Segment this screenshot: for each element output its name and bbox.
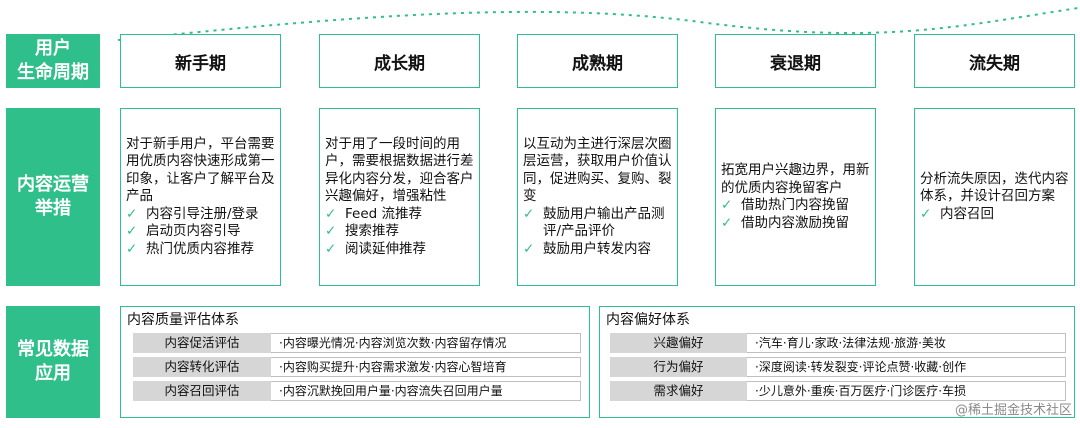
card-growth-bullet-2: ✓ 搜索推荐 bbox=[325, 223, 475, 241]
stage-churn: 流失期 bbox=[914, 34, 1075, 88]
quality-system-row-value: ·内容沉默挽回用户量·内容流失召回用户量 bbox=[271, 381, 581, 401]
row-label-data-apps: 常见数据 应用 bbox=[6, 306, 100, 418]
preference-system-row-value: ·汽车·育儿·家政·法律法规·旅游·美妆 bbox=[747, 333, 1066, 353]
check-icon: ✓ bbox=[721, 214, 733, 231]
stage-decline-label: 衰退期 bbox=[770, 53, 821, 74]
row-label-operations: 内容运营 举措 bbox=[6, 108, 100, 286]
card-growth-bullet-2-text: 搜索推荐 bbox=[345, 223, 399, 240]
card-newbie-bullet-2: ✓ 启动页内容引导 bbox=[126, 223, 276, 241]
card-mature-bullet-2: ✓ 鼓励用户转发内容 bbox=[523, 241, 673, 259]
check-icon: ✓ bbox=[126, 240, 138, 257]
stage-mature-label: 成熟期 bbox=[572, 53, 623, 74]
card-growth: 对于用了一段时间的用户，需要根据数据进行差异化内容分发，迎合客户兴趣偏好，增强粘… bbox=[319, 108, 480, 286]
quality-system-panel: 内容质量评估体系 内容促活评估 ·内容曝光情况·内容浏览次数·内容留存情况 内容… bbox=[120, 306, 590, 418]
preference-system-row: 行为偏好 ·深度阅读·转发裂变·评论点赞·收藏·创作 bbox=[610, 357, 1066, 377]
card-mature-text: 以互动为主进行深层次圈层运营，获取用户价值认同，促进购买、复购、裂变 bbox=[523, 135, 672, 205]
watermark-text: @稀土掘金技术社区 bbox=[954, 403, 1072, 418]
quality-system-row: 内容转化评估 ·内容购买提升·内容需求激发·内容心智培育 bbox=[133, 357, 581, 377]
stage-growth: 成长期 bbox=[319, 34, 480, 88]
preference-system-row-key: 需求偏好 bbox=[610, 381, 747, 401]
card-decline-bullet-2-text: 借助内容激励挽留 bbox=[741, 214, 849, 231]
card-newbie-bullet-2-text: 启动页内容引导 bbox=[146, 223, 241, 240]
preference-system-row: 兴趣偏好 ·汽车·育儿·家政·法律法规·旅游·美妆 bbox=[610, 333, 1066, 353]
card-mature-bullet-1: ✓ 鼓励用户输出产品测评/产品评价 bbox=[523, 206, 673, 241]
card-decline-bullet-2: ✓ 借助内容激励挽留 bbox=[721, 215, 871, 233]
check-icon: ✓ bbox=[523, 205, 535, 222]
quality-system-row: 内容促活评估 ·内容曝光情况·内容浏览次数·内容留存情况 bbox=[133, 333, 581, 353]
row-label-operations-line-2: 举措 bbox=[35, 198, 71, 219]
row-label-data-apps-line-1: 常见数据 bbox=[17, 339, 89, 360]
quality-system-row-key: 内容转化评估 bbox=[133, 357, 271, 377]
preference-system-title: 内容偏好体系 bbox=[606, 312, 690, 328]
card-growth-bullet-3-text: 阅读延伸推荐 bbox=[345, 240, 426, 257]
row-label-operations-line-1: 内容运营 bbox=[17, 174, 89, 195]
check-icon: ✓ bbox=[721, 197, 733, 213]
row-label-lifecycle-line-2: 生命周期 bbox=[17, 62, 89, 83]
row-label-lifecycle-line-1: 用户 bbox=[35, 38, 71, 59]
stage-mature: 成熟期 bbox=[517, 34, 678, 88]
preference-system-panel: 内容偏好体系 兴趣偏好 ·汽车·育儿·家政·法律法规·旅游·美妆 行为偏好 ·深… bbox=[599, 306, 1075, 418]
check-icon: ✓ bbox=[126, 205, 138, 222]
check-icon: ✓ bbox=[523, 240, 535, 257]
quality-system-row-key: 内容召回评估 bbox=[133, 381, 271, 401]
preference-system-row-value: ·少儿意外·重疾·百万医疗·门诊医疗·车损 bbox=[747, 381, 1066, 401]
card-decline-text: 拓宽用户兴趣边界，用新的优质内容挽留客户 bbox=[721, 162, 870, 196]
card-churn: 分析流失原因，迭代内容体系，并设计召回方案 ✓ 内容召回 bbox=[914, 108, 1075, 286]
card-churn-bullet-1: ✓ 内容召回 bbox=[920, 206, 1070, 224]
card-churn-bullet-1-text: 内容召回 bbox=[940, 205, 994, 222]
card-mature: 以互动为主进行深层次圈层运营，获取用户价值认同，促进购买、复购、裂变 ✓ 鼓励用户… bbox=[517, 108, 678, 286]
check-icon: ✓ bbox=[325, 205, 337, 222]
card-newbie-bullet-1: ✓ 内容引导注册/登录 bbox=[126, 206, 276, 224]
quality-system-row-value: ·内容曝光情况·内容浏览次数·内容留存情况 bbox=[271, 333, 581, 353]
check-icon: ✓ bbox=[325, 223, 337, 240]
card-churn-text: 分析流失原因，迭代内容体系，并设计召回方案 bbox=[920, 170, 1069, 205]
stage-decline: 衰退期 bbox=[715, 34, 876, 88]
card-mature-bullet-2-text: 鼓励用户转发内容 bbox=[543, 240, 651, 257]
row-label-lifecycle: 用户 生命周期 bbox=[6, 34, 100, 88]
card-newbie-bullet-1-text: 内容引导注册/登录 bbox=[146, 205, 259, 222]
card-decline: 拓宽用户兴趣边界，用新的优质内容挽留客户 ✓ 借助热门内容挽留 ✓ 借助内容激励挽留 bbox=[715, 108, 876, 286]
card-decline-bullet-1: ✓ 借助热门内容挽留 bbox=[721, 197, 871, 215]
card-mature-bullet-1-text: 鼓励用户输出产品测评/产品评价 bbox=[543, 205, 665, 240]
preference-system-row-key: 兴趣偏好 bbox=[610, 333, 747, 353]
card-growth-bullet-3: ✓ 阅读延伸推荐 bbox=[325, 241, 475, 259]
quality-system-row-key: 内容促活评估 bbox=[133, 333, 271, 353]
card-newbie: 对于新手用户，平台需要用优质内容快速形成第一印象，让客户了解平台及产品 ✓ 内容引… bbox=[120, 108, 281, 286]
quality-system-row: 内容召回评估 ·内容沉默挽回用户量·内容流失召回用户量 bbox=[133, 381, 581, 401]
card-newbie-bullet-3: ✓ 热门优质内容推荐 bbox=[126, 241, 276, 259]
card-growth-text: 对于用了一段时间的用户，需要根据数据进行差异化内容分发，迎合客户兴趣偏好，增强粘… bbox=[325, 135, 474, 205]
preference-system-row-key: 行为偏好 bbox=[610, 357, 747, 377]
check-icon: ✓ bbox=[126, 223, 138, 240]
card-newbie-text: 对于新手用户，平台需要用优质内容快速形成第一印象，让客户了解平台及产品 bbox=[126, 135, 275, 205]
stage-growth-label: 成长期 bbox=[374, 53, 425, 74]
card-growth-bullet-1-text: Feed 流推荐 bbox=[345, 205, 422, 222]
quality-system-title: 内容质量评估体系 bbox=[127, 312, 239, 328]
preference-system-row-value: ·深度阅读·转发裂变·评论点赞·收藏·创作 bbox=[747, 357, 1066, 377]
stage-churn-label: 流失期 bbox=[969, 53, 1020, 74]
preference-system-row: 需求偏好 ·少儿意外·重疾·百万医疗·门诊医疗·车损 bbox=[610, 381, 1066, 401]
stage-newbie-label: 新手期 bbox=[175, 53, 226, 74]
check-icon: ✓ bbox=[920, 205, 932, 222]
quality-system-row-value: ·内容购买提升·内容需求激发·内容心智培育 bbox=[271, 357, 581, 377]
card-growth-bullet-1: ✓ Feed 流推荐 bbox=[325, 206, 475, 224]
row-label-data-apps-line-2: 应用 bbox=[35, 363, 71, 384]
check-icon: ✓ bbox=[325, 240, 337, 257]
card-decline-bullet-1-text: 借助热门内容挽留 bbox=[741, 197, 849, 213]
card-newbie-bullet-3-text: 热门优质内容推荐 bbox=[146, 240, 254, 257]
stage-newbie: 新手期 bbox=[120, 34, 281, 88]
